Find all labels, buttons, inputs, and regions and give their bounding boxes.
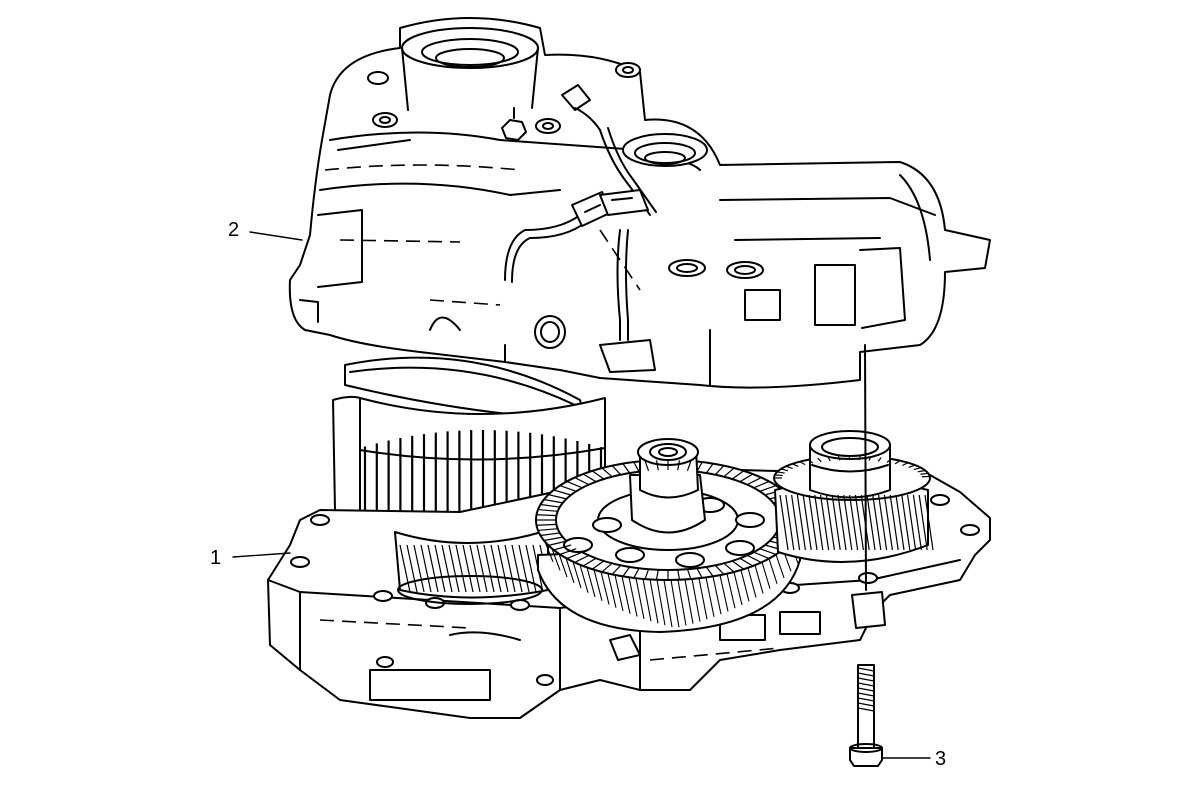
clutch-drum-splines	[363, 430, 603, 522]
upper-housing	[288, 17, 991, 389]
callout-2-label: 2	[228, 219, 239, 241]
callout-1-label: 1	[210, 547, 221, 569]
bolt-threads	[857, 667, 875, 712]
callout-3-label: 3	[935, 748, 946, 770]
callout-3: 3	[881, 748, 946, 770]
callout-1: 1	[210, 547, 291, 569]
output-gear-teeth	[774, 455, 934, 551]
case-bolt	[849, 344, 883, 767]
callout-2: 2	[228, 219, 303, 241]
